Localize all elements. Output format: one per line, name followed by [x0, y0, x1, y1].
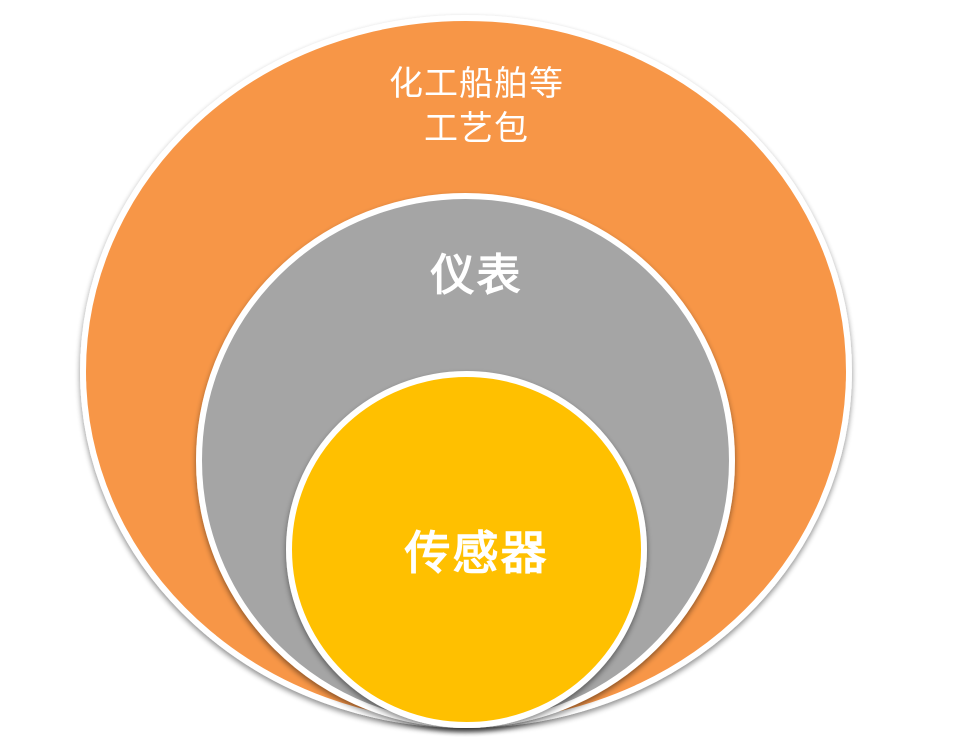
- inner-circle-sensor: [286, 371, 647, 728]
- inner-circle-label: 传感器: [404, 526, 549, 580]
- middle-circle-label: 仪表: [430, 250, 523, 301]
- outer-label-line-2: 工艺包: [424, 109, 529, 149]
- outer-label-line-1: 化工船舶等: [389, 64, 564, 104]
- outer-circle-label: 化工船舶等 工艺包: [0, 62, 953, 152]
